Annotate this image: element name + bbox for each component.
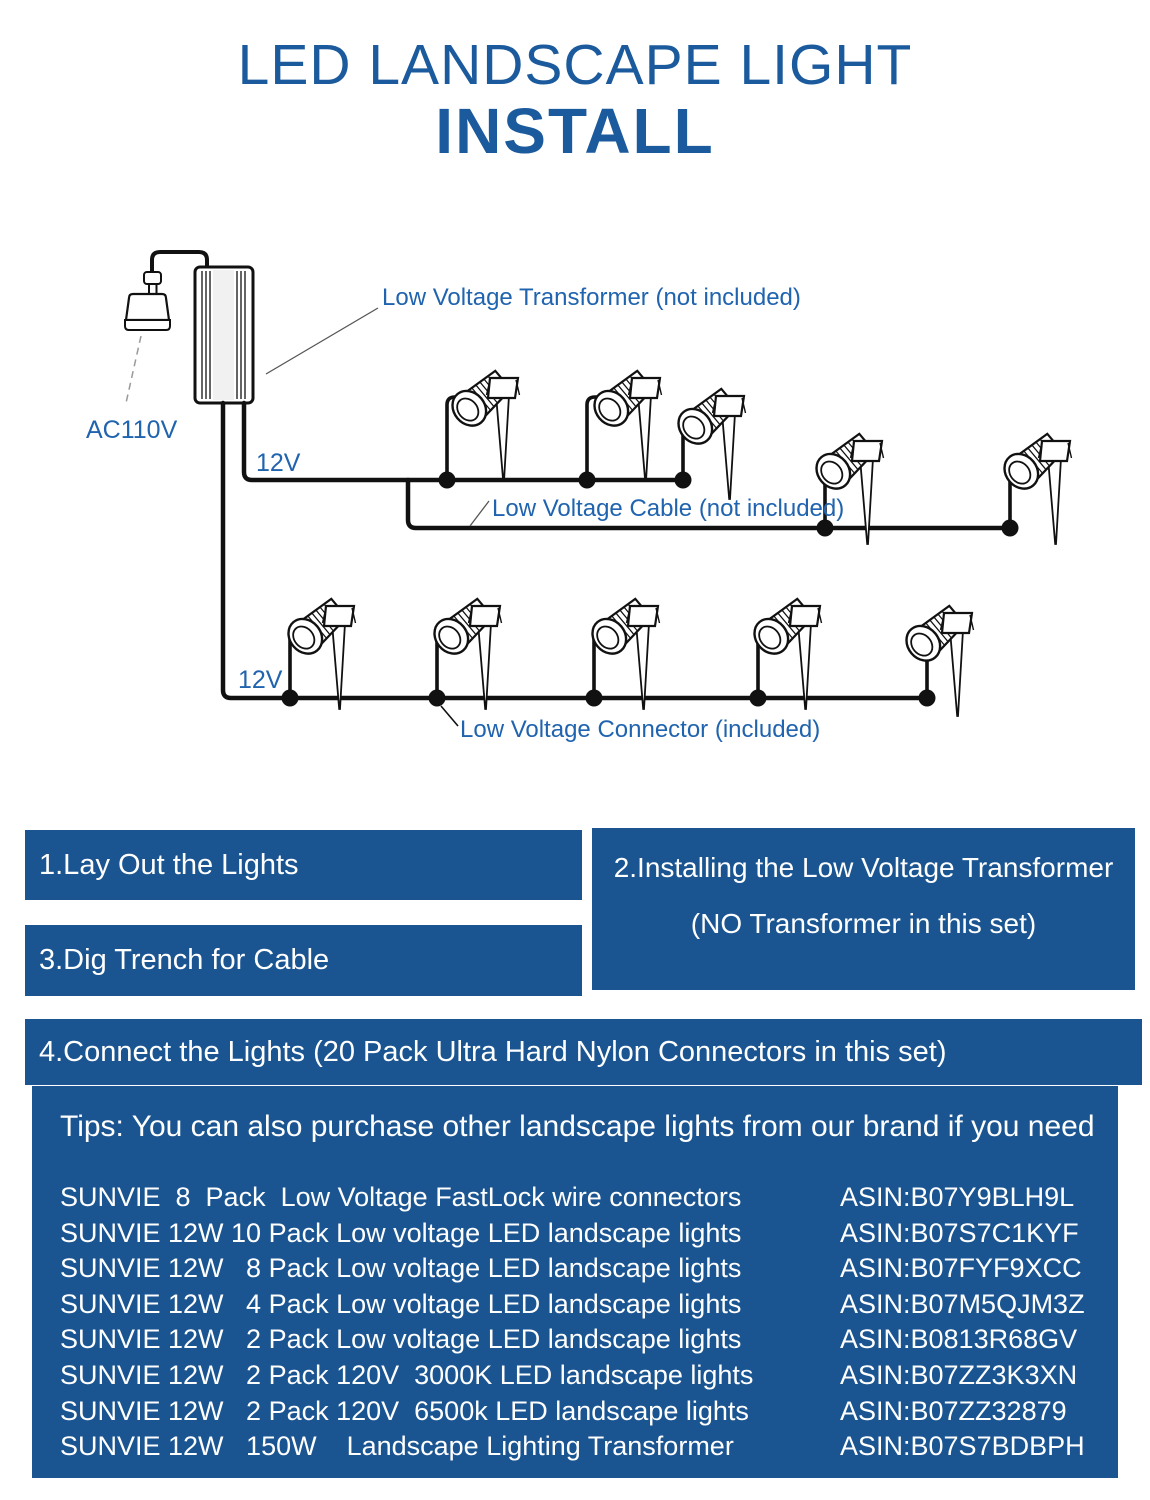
cable-label: Low Voltage Cable (not included) [492, 495, 844, 522]
product-asin: ASIN:B07Y9BLH9L [840, 1182, 1075, 1212]
product-name: SUNVIE 12W 2 Pack 120V 6500k LED landsca… [60, 1395, 749, 1426]
step-4-label: 4.Connect the Lights (20 Pack Ultra Hard… [39, 1035, 947, 1068]
plug-prongs [148, 284, 158, 294]
tips-title: Tips: You can also purchase other landsc… [60, 1110, 1095, 1143]
step-3-label: 3.Dig Trench for Cable [39, 944, 330, 976]
connector-dots [281, 471, 1019, 707]
step-2-label: 2.Installing the Low Voltage Transformer [613, 852, 1114, 883]
12v-top-label: 12V [256, 449, 301, 477]
spotlight-icon [444, 364, 521, 483]
ac110v-label: AC110V [86, 416, 178, 444]
page-title: LED LANDSCAPE LIGHT [237, 33, 913, 97]
product-name: SUNVIE 12W 4 Pack Low voltage LED landsc… [60, 1288, 742, 1319]
product-asin: ASIN:B07ZZ3K3XN [840, 1359, 1078, 1390]
wiring-diagram: AC110V Low Voltage Transformer (not incl… [86, 250, 1073, 743]
product-name: SUNVIE 12W 2 Pack 120V 3000K LED landsca… [60, 1359, 754, 1390]
tips-product-list: SUNVIE 8 Pack Low Voltage FastLock wire … [60, 1180, 1118, 1465]
product-row: SUNVIE 12W 150W Landscape Lighting Trans… [60, 1429, 1118, 1465]
product-row: SUNVIE 8 Pack Low Voltage FastLock wire … [60, 1180, 1118, 1216]
wire-12v-top-run [241, 400, 686, 483]
step-1-bar: 1.Lay Out the Lights [25, 830, 582, 900]
step-2-sublabel: (NO Transformer in this set) [690, 908, 1037, 939]
product-asin: ASIN:B0813R68GV [840, 1324, 1078, 1355]
product-asin: ASIN:B07S7BDBPH [840, 1431, 1085, 1462]
outlet-icon [124, 292, 171, 322]
product-row: SUNVIE 12W 4 Pack Low voltage LED landsc… [60, 1287, 1118, 1323]
product-name: SUNVIE 12W 10 Pack Low voltage LED lands… [60, 1217, 742, 1248]
spotlight-icon [586, 364, 663, 483]
transformer-label: Low Voltage Transformer (not included) [382, 284, 801, 311]
step-4-bar: 4.Connect the Lights (20 Pack Ultra Hard… [25, 1019, 1142, 1085]
connector-label: Low Voltage Connector (included) [460, 716, 820, 743]
page-subtitle: INSTALL [435, 95, 715, 167]
transformer-body [213, 270, 234, 400]
step-3-bar: 3.Dig Trench for Cable [25, 925, 582, 996]
product-asin: ASIN:B07S7C1KYF [840, 1217, 1079, 1248]
connector-pointer-line [440, 705, 459, 727]
product-name: SUNVIE 12W 2 Pack Low voltage LED landsc… [60, 1324, 742, 1355]
product-row: SUNVIE 12W 8 Pack Low voltage LED landsc… [60, 1251, 1118, 1287]
12v-bottom-label: 12V [238, 666, 283, 694]
product-row: SUNVIE 12W 2 Pack 120V 6500k LED landsca… [60, 1394, 1118, 1430]
cable-pointer-line [469, 500, 490, 527]
transformer-fins [201, 271, 246, 399]
product-row: SUNVIE 12W 10 Pack Low voltage LED lands… [60, 1216, 1118, 1252]
wire-low-voltage-cable [405, 477, 1013, 531]
product-asin: ASIN:B07M5QJM3Z [840, 1288, 1085, 1319]
product-name: SUNVIE 12W 150W Landscape Lighting Trans… [60, 1431, 734, 1462]
product-asin: ASIN:B07ZZ32879 [840, 1395, 1067, 1426]
plug-icon [143, 271, 162, 285]
tips-box: Tips: You can also purchase other landsc… [32, 1086, 1118, 1478]
product-asin: ASIN:B07FYF9XCC [840, 1253, 1082, 1284]
product-name: SUNVIE 12W 8 Pack Low voltage LED landsc… [60, 1253, 742, 1284]
product-name: SUNVIE 8 Pack Low Voltage FastLock wire … [60, 1182, 742, 1212]
wire-main-left-run [220, 400, 930, 701]
outlet-base [124, 319, 171, 331]
product-row: SUNVIE 12W 2 Pack Low voltage LED landsc… [60, 1322, 1118, 1358]
power-cord [150, 250, 209, 272]
product-row: SUNVIE 12W 2 Pack 120V 3000K LED landsca… [60, 1358, 1118, 1394]
ac-pointer-line [125, 335, 142, 404]
transformer-pointer-line [265, 307, 379, 375]
step-1-label: 1.Lay Out the Lights [39, 848, 299, 881]
step-2-bar: 2.Installing the Low Voltage Transformer… [592, 828, 1135, 990]
